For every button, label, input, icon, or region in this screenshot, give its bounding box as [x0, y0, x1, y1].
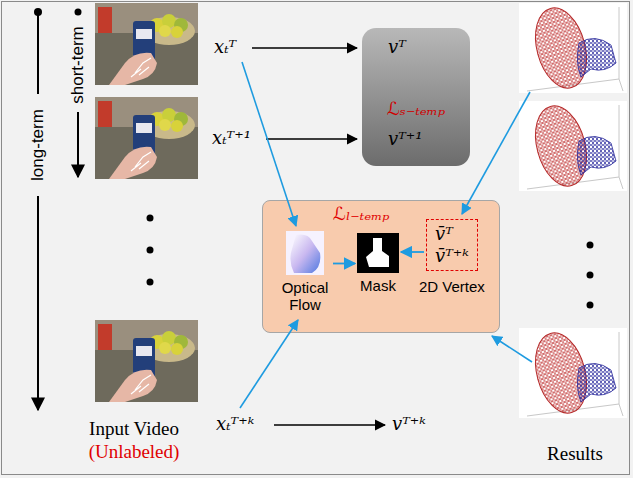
axis-line [37, 14, 39, 94]
step-label: 2D Vertex [419, 278, 485, 295]
video-frame [95, 97, 198, 179]
flow-arrow [266, 138, 357, 140]
mask-node: Mask [357, 233, 399, 294]
vertex-var: vᵀ⁺¹ [388, 128, 422, 150]
axis-line [37, 196, 39, 410]
frame-var: xₜᵀ⁺¹ [212, 127, 251, 149]
vertex-var: vᵀ [388, 36, 406, 58]
axis-dot [75, 9, 82, 16]
optical-flow-image [286, 231, 324, 275]
mesh-result [519, 327, 627, 419]
connector [333, 263, 355, 265]
ellipsis-dot [147, 279, 154, 286]
mesh-result [519, 100, 627, 192]
axis-label: long-term [28, 109, 48, 181]
vertex-var: v̄ᵀ [435, 223, 469, 245]
axis-line [77, 112, 79, 177]
video-frame [95, 3, 198, 85]
vertex-box: v̄ᵀv̄ᵀ⁺ᵏ2D Vertex [426, 219, 478, 271]
caption: Results [547, 443, 603, 465]
optical-flow-node: Optical Flow [279, 231, 331, 313]
ellipsis-dot [147, 215, 154, 222]
caption: Input Video [89, 418, 179, 440]
video-frame [95, 320, 198, 402]
data-arrow [492, 336, 532, 362]
short-term-box: vᵀℒₛ₋ₜₑₘₚ vᵀ⁺¹ [362, 28, 470, 166]
loss-label: ℒₛ₋ₜₑₘₚ [387, 98, 445, 120]
vertex-var: v̄ᵀ⁺ᵏ [435, 245, 469, 267]
mesh-result [519, 2, 627, 94]
ellipsis-dot [587, 242, 594, 249]
ellipsis-dot [147, 247, 154, 254]
step-label: Mask [357, 277, 399, 294]
flow-arrow [252, 47, 357, 49]
data-arrow [240, 320, 298, 408]
axis-label: short-term [68, 26, 88, 103]
long-term-box: ℒₗ₋ₜₑₘₚ Optical Flow Maskv̄ᵀv̄ᵀ⁺ᵏ2D Vert… [262, 200, 500, 333]
flow-arrow [274, 424, 385, 426]
ellipsis-dot [587, 272, 594, 279]
mask-image [357, 233, 399, 273]
caption: (Unlabeled) [89, 441, 180, 463]
connector [401, 251, 424, 253]
vertex-var: vᵀ⁺ᵏ [392, 413, 426, 435]
step-label: Optical Flow [279, 279, 331, 313]
ellipsis-dot [587, 302, 594, 309]
frame-var: xₜᵀ⁺ᵏ [216, 413, 254, 435]
data-arrow [462, 92, 530, 214]
loss-label: ℒₗ₋ₜₑₘₚ [333, 203, 389, 225]
frame-var: xₜᵀ [214, 36, 236, 58]
